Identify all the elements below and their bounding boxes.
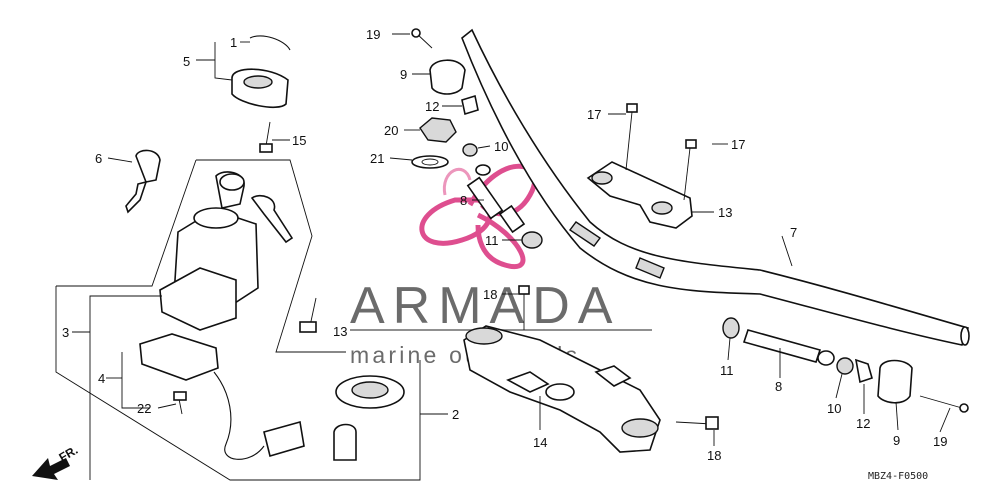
left-bar-assembly (411, 28, 543, 249)
callout-11-right: 11 (720, 363, 734, 378)
callout-5: 5 (183, 54, 190, 69)
nut-and-washer (411, 117, 457, 169)
callout-11-top: 11 (485, 233, 499, 248)
callout-20: 20 (384, 123, 398, 138)
switch-connector (139, 333, 305, 460)
handlebar-holder (586, 103, 697, 229)
bolt-16 (299, 297, 317, 333)
callout-12-right: 12 (856, 416, 870, 431)
fuel-cap-parts (333, 375, 405, 461)
callout-12-top: 12 (425, 99, 439, 114)
top-bridge (463, 285, 719, 453)
key (125, 149, 161, 214)
callout-numbers: 1 5 15 6 3 4 22 2 13 19 9 12 20 10 21 8 … (62, 27, 947, 463)
callout-21: 21 (370, 151, 384, 166)
ignition-switch (159, 171, 294, 331)
handlebar (461, 28, 970, 346)
watermark-brand: ARMADA (350, 277, 620, 335)
callout-9-top: 9 (400, 67, 407, 82)
diagram-code: MBZ4-F0500 (868, 471, 928, 482)
leader-lines (72, 33, 951, 446)
callout-1: 1 (230, 35, 237, 50)
callout-4: 4 (98, 371, 105, 386)
callout-10-top: 10 (494, 139, 508, 154)
callout-13-left: 13 (333, 324, 347, 339)
callout-9-right: 9 (893, 433, 900, 448)
callout-15: 15 (292, 133, 306, 148)
front-direction-arrow-icon (32, 458, 70, 480)
callout-13-right: 13 (718, 205, 732, 220)
bolt-15 (259, 121, 273, 153)
callout-8-right: 8 (775, 379, 782, 394)
callout-18-top: 18 (483, 287, 497, 302)
right-bar-assembly (722, 317, 969, 413)
callout-14: 14 (533, 435, 547, 450)
callout-10-right: 10 (827, 401, 841, 416)
callout-22: 22 (137, 401, 151, 416)
callout-8-top: 8 (460, 193, 467, 208)
callout-17-right: 17 (731, 137, 745, 152)
callout-17-left: 17 (587, 107, 601, 122)
callout-18-bottom: 18 (707, 448, 721, 463)
callout-19-bottom: 19 (933, 434, 947, 449)
assembly-brackets (55, 42, 421, 481)
callout-3: 3 (62, 325, 69, 340)
callout-7: 7 (790, 225, 797, 240)
seal-cover (231, 35, 291, 109)
callout-6: 6 (95, 151, 102, 166)
callout-2: 2 (452, 407, 459, 422)
callout-19-top: 19 (366, 27, 380, 42)
